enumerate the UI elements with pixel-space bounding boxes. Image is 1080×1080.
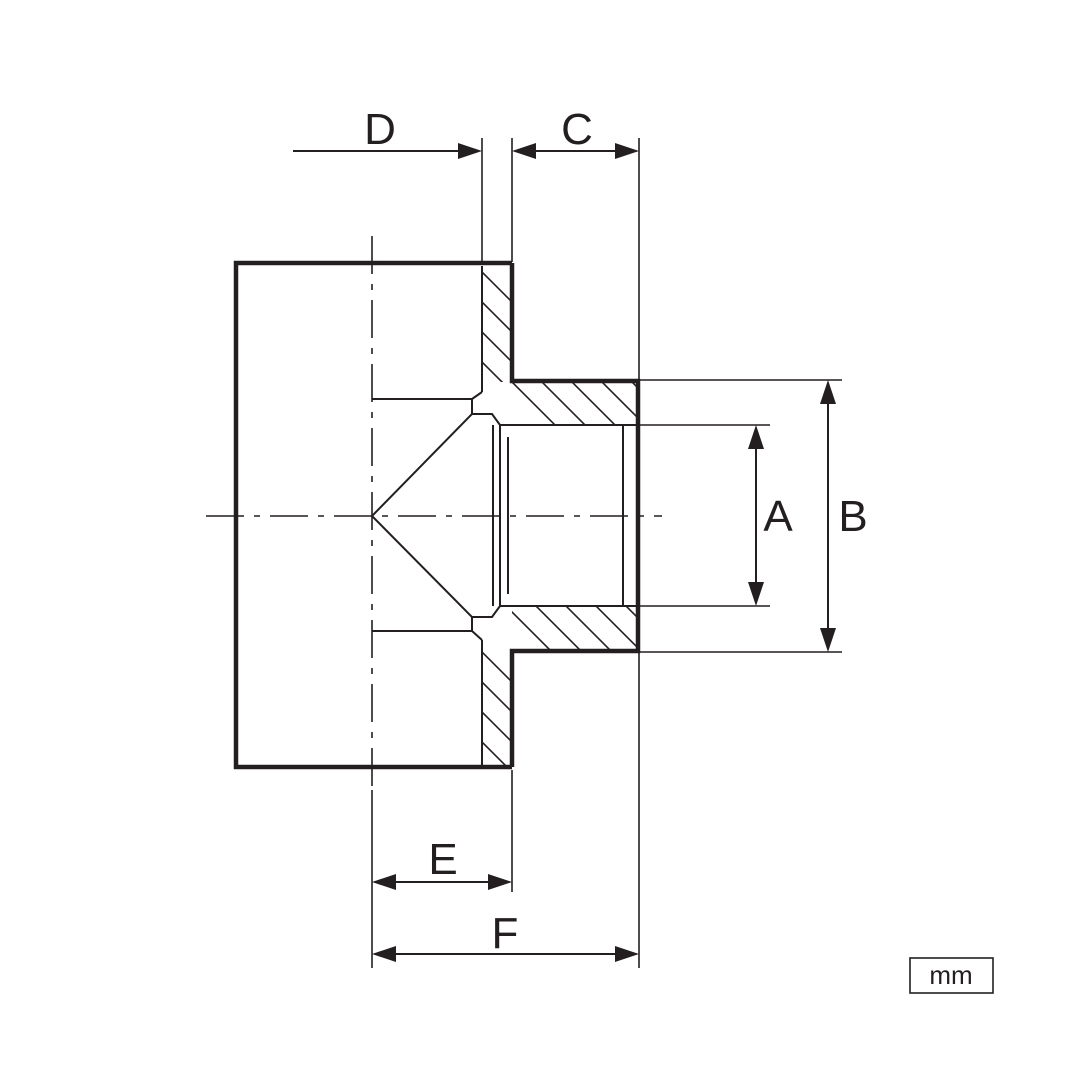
- center-lines: [206, 236, 662, 790]
- dimension-b: B: [820, 380, 868, 652]
- dim-c-label: C: [561, 105, 593, 154]
- fitting-body: [233, 260, 641, 770]
- hatch-upper-wall: [482, 266, 512, 382]
- unit-label: mm: [929, 960, 972, 990]
- dim-b-arrow-bottom: [820, 628, 836, 652]
- dim-e-arrow-left: [372, 874, 396, 890]
- dimension-c: C: [512, 105, 639, 159]
- dimension-a: A: [748, 425, 793, 606]
- hatch-lower-spigot: [512, 606, 638, 650]
- dimension-f: F: [372, 909, 639, 962]
- bore-step-lips: [500, 424, 512, 607]
- dim-e-label: E: [428, 835, 457, 884]
- dim-f-label: F: [492, 909, 519, 958]
- dim-a-arrow-top: [748, 425, 764, 449]
- dim-a-arrow-bottom: [748, 582, 764, 606]
- drill-cone: [370, 399, 473, 631]
- dimension-e: E: [372, 835, 512, 890]
- dimension-d: D: [293, 105, 482, 159]
- spigot-outline: [509, 263, 641, 767]
- hatch-upper-spigot: [512, 382, 638, 425]
- inner-bore: [370, 391, 638, 641]
- dim-c-arrow-right: [615, 143, 639, 159]
- extension-lines: [371, 138, 842, 968]
- section-hatching: [482, 266, 638, 767]
- dim-d-label: D: [364, 105, 396, 154]
- dim-b-label: B: [838, 492, 867, 541]
- dim-a-label: A: [763, 492, 793, 541]
- socket-outline: [233, 260, 512, 770]
- dim-c-arrow-left: [512, 143, 536, 159]
- hatch-lower-wall: [482, 648, 512, 767]
- dim-f-arrow-right: [615, 946, 639, 962]
- dim-d-arrow: [458, 143, 482, 159]
- unit-box: mm: [909, 957, 994, 994]
- bore-shoulders: [471, 391, 483, 641]
- dim-e-arrow-right: [488, 874, 512, 890]
- dim-f-arrow-left: [372, 946, 396, 962]
- dim-b-arrow-top: [820, 380, 836, 404]
- unit-box-frame: [909, 957, 994, 994]
